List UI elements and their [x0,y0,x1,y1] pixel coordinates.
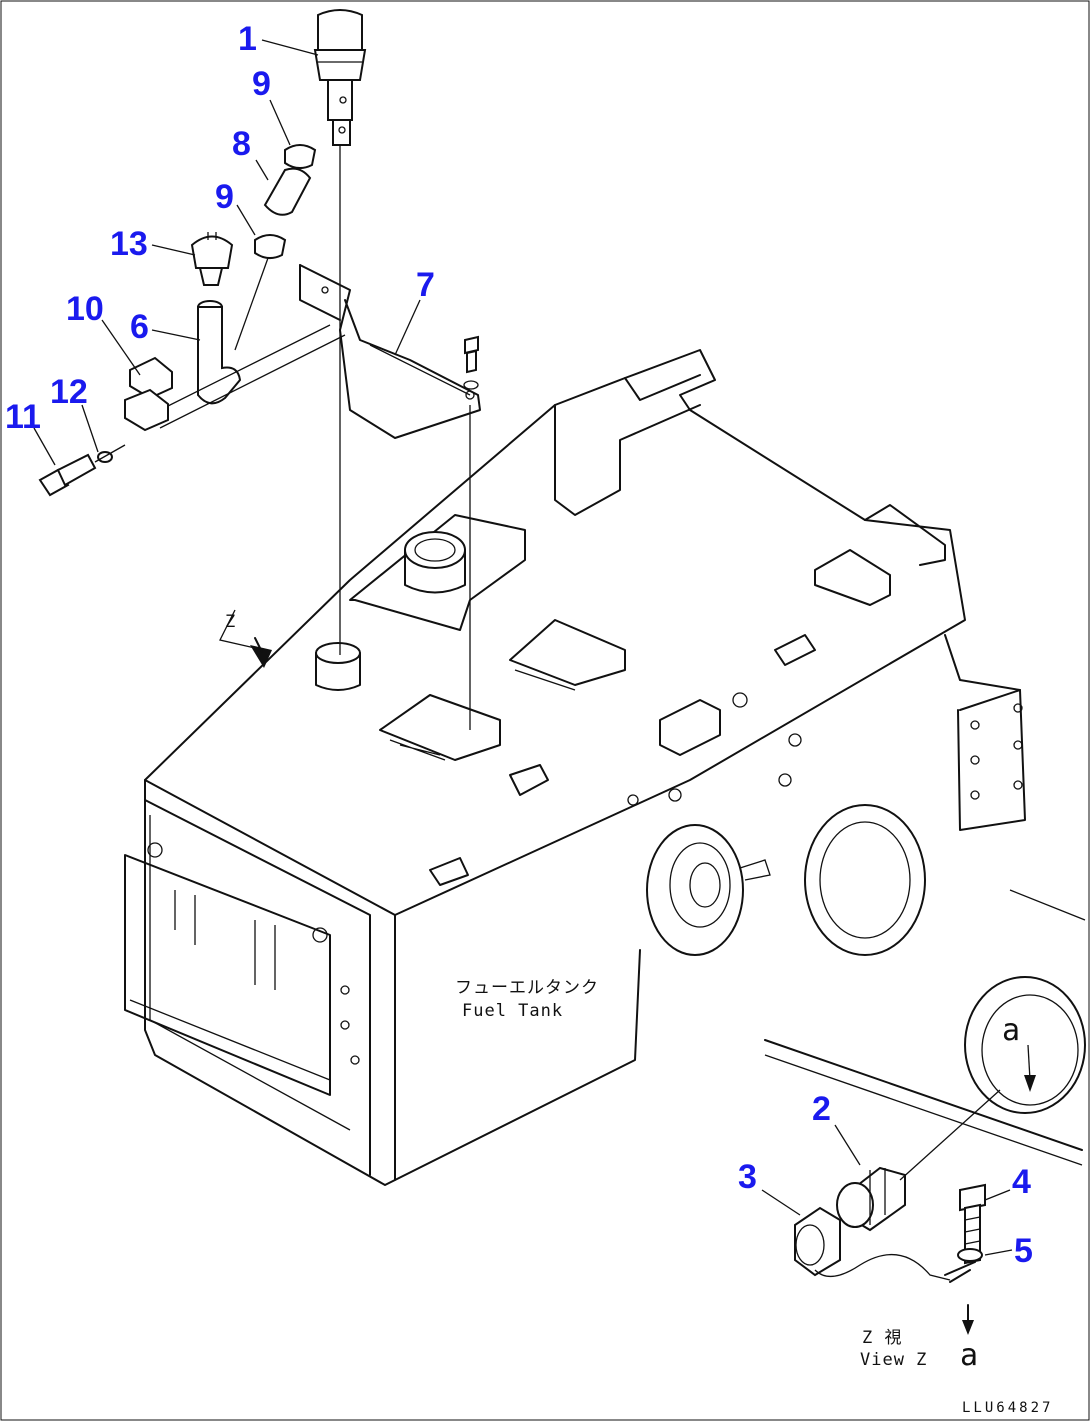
part-7-bracket [299,264,481,439]
exploded-parts [38,9,481,730]
callout-11: 11 [5,398,41,436]
fuel-tank-label-en: Fuel Tank [462,1001,563,1021]
view-z-en: View Z [860,1350,927,1370]
leader-lines [33,39,1013,1256]
detail-view-z: a Z 視 View Z a [764,889,1086,1373]
callout-10: 10 [66,290,104,328]
part-9-clamp-lower [254,234,287,259]
callout-9-upper: 9 [252,65,271,103]
callout-9-lower: 9 [215,178,234,216]
detail-a-top-label: a [1002,1013,1021,1048]
top-bracket-a [379,694,501,761]
part-13-breather-cap [190,232,234,286]
side-port [646,824,771,956]
part-3-connector [794,1206,976,1283]
callout-6: 6 [130,308,149,346]
fuel-tank [124,349,1026,1186]
top-bracket-b [509,619,626,686]
callout-5: 5 [1014,1232,1033,1270]
filler-neck [349,514,526,631]
part-6-breather-pipe [197,300,242,405]
callout-13: 13 [110,225,148,263]
part-2-fuel-level-sensor [836,1089,1001,1232]
callout-12: 12 [50,373,88,411]
callout-2: 2 [812,1090,831,1128]
callout-4: 4 [1012,1163,1031,1201]
part-9-clamp-upper [284,144,317,169]
drawing-code: LLU64827 [962,1400,1053,1416]
detail-a-bottom-label: a [960,1338,979,1373]
inspection-cover [804,804,926,956]
part-11-bolt [38,453,97,497]
part-8-hose [263,167,312,216]
detail-a-circle [964,976,1086,1114]
part-5-washer [957,1248,983,1262]
callout-3: 3 [738,1158,757,1196]
callout-7: 7 [416,266,435,304]
view-arrow-letter: Z [225,612,236,632]
callout-numbers: 1 9 8 9 13 7 10 6 12 11 2 3 4 5 [5,20,1033,1270]
part-1-level-gauge [313,9,367,146]
callout-1: 1 [238,20,257,58]
view-z-jp: Z 視 [862,1328,902,1348]
callout-8: 8 [232,125,251,163]
part-10-clamp [124,356,173,432]
fuel-tank-label-jp: フューエルタンク [455,978,599,998]
